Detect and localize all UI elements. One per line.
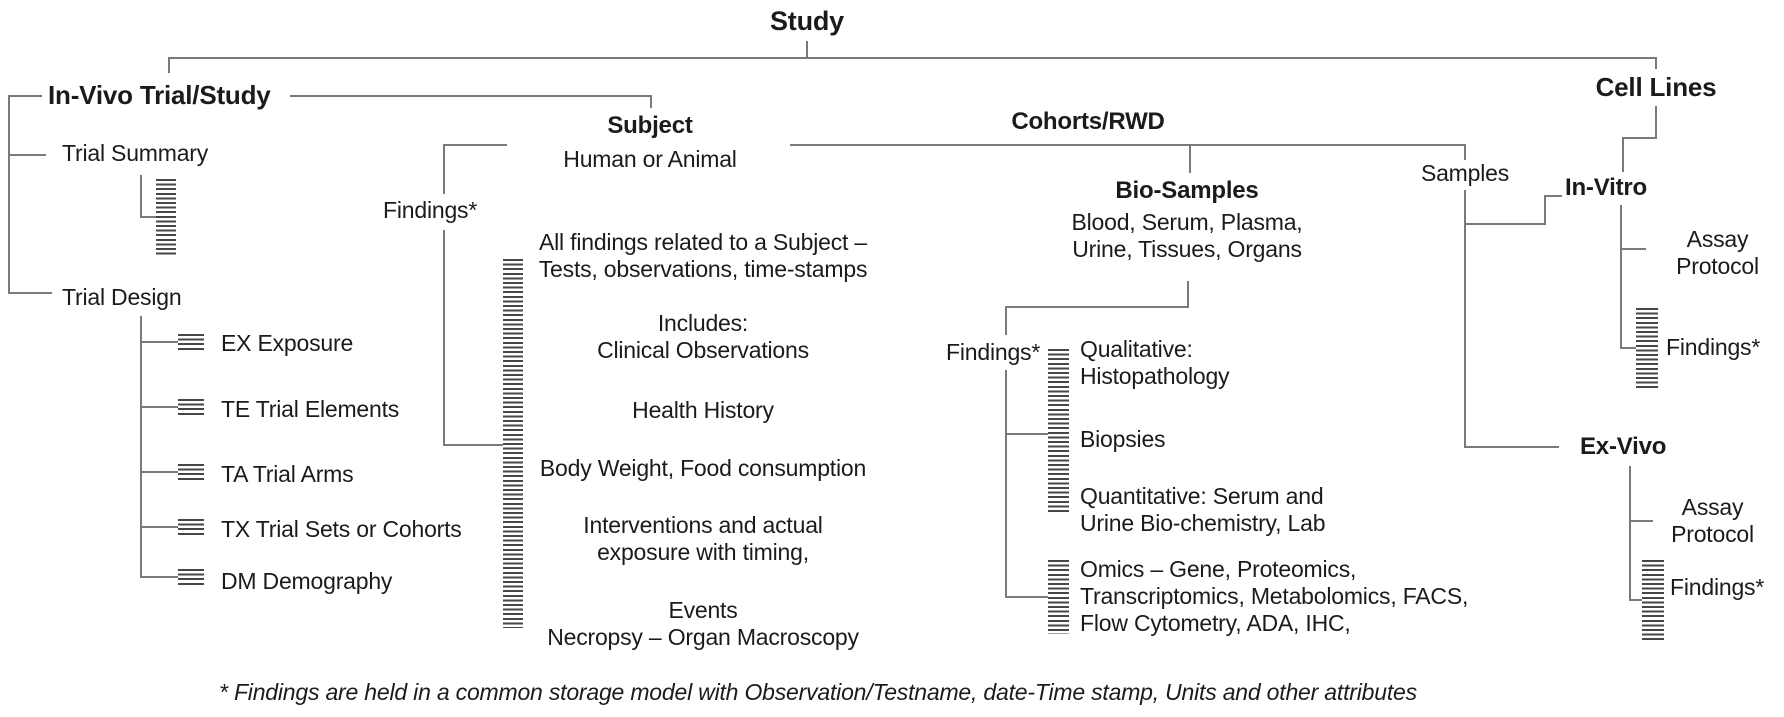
- connector-line: [790, 144, 1466, 146]
- cell-lines-label: Cell Lines: [1595, 72, 1717, 102]
- in-vitro-label: In-Vitro: [1565, 174, 1647, 201]
- connector-line: [140, 316, 142, 578]
- domain-tx-trial-sets-label: TX Trial Sets or Cohorts: [221, 516, 462, 542]
- dm-demography-data-stack-icon: [178, 569, 204, 586]
- subject-interventions-text: Interventions and actual exposure with t…: [583, 512, 823, 566]
- connector-line: [1187, 281, 1189, 308]
- bio-samples-label: Bio-Samples: [1115, 177, 1259, 204]
- connector-line: [1629, 520, 1653, 522]
- ex-vivo-findings-label: Findings*: [1670, 574, 1765, 600]
- connector-line: [140, 216, 156, 218]
- connector-line: [140, 576, 178, 578]
- in-vitro-assay-protocol-label: Assay Protocol: [1676, 226, 1759, 280]
- cohorts-finding-biopsies: Biopsies: [1080, 426, 1166, 452]
- connector-line: [1544, 195, 1562, 197]
- findings-footnote: * Findings are held in a common storage …: [219, 679, 1417, 705]
- cohorts-rwd-label: Cohorts/RWD: [1011, 108, 1165, 135]
- subject-events-text: Events Necropsy – Organ Macroscopy: [547, 597, 859, 651]
- domain-te-trial-elements-label: TE Trial Elements: [221, 396, 400, 422]
- bio-samples-sublabel: Blood, Serum, Plasma, Urine, Tissues, Or…: [1071, 209, 1303, 263]
- connector-line: [140, 406, 178, 408]
- cohorts-findings-label: Findings*: [946, 339, 1041, 365]
- connector-line: [1655, 106, 1657, 139]
- connector-line: [1620, 347, 1638, 349]
- connector-line: [168, 57, 1657, 59]
- connector-line: [443, 444, 503, 446]
- in-vitro-findings-label: Findings*: [1666, 334, 1761, 360]
- connector-line: [8, 292, 52, 294]
- connector-line: [1189, 144, 1191, 173]
- cohorts-finding-quantitative: Quantitative: Serum and Urine Bio-chemis…: [1080, 483, 1326, 537]
- connector-line: [1544, 195, 1546, 225]
- connector-line: [8, 154, 46, 156]
- connector-line: [1005, 306, 1007, 335]
- connector-line: [140, 526, 178, 528]
- connector-line: [1622, 137, 1624, 172]
- subject-findings-label: Findings*: [383, 197, 478, 223]
- connector-line: [1655, 57, 1657, 69]
- cohorts-findings-data-bar-icon: [1048, 349, 1069, 512]
- connector-line: [8, 95, 10, 293]
- ex-vivo-findings-data-stack-icon: [1642, 560, 1664, 640]
- te-trial-elements-data-stack-icon: [178, 399, 204, 416]
- cohorts-finding-omics: Omics – Gene, Proteomics, Transcriptomic…: [1080, 556, 1469, 637]
- connector-line: [806, 41, 808, 57]
- connector-line: [140, 341, 178, 343]
- connector-line: [443, 144, 507, 146]
- connector-line: [1629, 599, 1644, 601]
- subject-label: Subject: [607, 112, 693, 139]
- ex-vivo-label: Ex-Vivo: [1580, 433, 1667, 460]
- omics-data-stack-icon: [1048, 560, 1069, 634]
- study-root-label: Study: [769, 6, 844, 36]
- connector-line: [1622, 137, 1657, 139]
- in-vitro-findings-data-stack-icon: [1636, 308, 1658, 388]
- connector-line: [290, 95, 650, 97]
- domain-ta-trial-arms-label: TA Trial Arms: [221, 461, 354, 487]
- connector-line: [1464, 446, 1559, 448]
- domain-dm-demography-label: DM Demography: [221, 568, 393, 594]
- connector-line: [1464, 144, 1466, 160]
- connector-line: [443, 230, 445, 446]
- ta-trial-arms-data-stack-icon: [178, 464, 204, 481]
- subject-findings-description: All findings related to a Subject – Test…: [538, 229, 868, 283]
- connector-line: [1464, 190, 1466, 448]
- trial-summary-label: Trial Summary: [62, 140, 209, 166]
- ex-vivo-assay-protocol-label: Assay Protocol: [1671, 494, 1754, 548]
- domain-ex-exposure-label: EX Exposure: [221, 330, 354, 356]
- connector-line: [1005, 596, 1048, 598]
- connector-line: [1005, 433, 1048, 435]
- connector-line: [443, 144, 445, 194]
- connector-line: [1464, 223, 1544, 225]
- tx-trial-sets-data-stack-icon: [178, 519, 204, 536]
- subject-includes-text: Includes: Clinical Observations: [597, 310, 809, 364]
- samples-label: Samples: [1420, 160, 1510, 186]
- connector-line: [168, 57, 170, 73]
- cohorts-finding-qualitative: Qualitative: Histopathology: [1080, 336, 1230, 390]
- ex-exposure-data-stack-icon: [178, 334, 204, 351]
- trial-design-label: Trial Design: [62, 284, 182, 310]
- in-vivo-trial-study-label: In-Vivo Trial/Study: [48, 80, 271, 110]
- connector-line: [1005, 370, 1007, 598]
- connector-line: [140, 175, 142, 218]
- connector-line: [1629, 466, 1631, 601]
- connector-line: [650, 95, 652, 108]
- subject-sublabel: Human or Animal: [563, 146, 737, 172]
- connector-line: [140, 471, 178, 473]
- connector-line: [1620, 248, 1646, 250]
- subject-body-weight-text: Body Weight, Food consumption: [539, 455, 867, 481]
- trial-summary-data-stack-icon: [156, 179, 176, 256]
- connector-line: [8, 95, 42, 97]
- subject-health-history-text: Health History: [632, 397, 774, 423]
- connector-line: [1005, 306, 1189, 308]
- subject-findings-data-bar-icon: [503, 259, 523, 628]
- connector-line: [1620, 205, 1622, 349]
